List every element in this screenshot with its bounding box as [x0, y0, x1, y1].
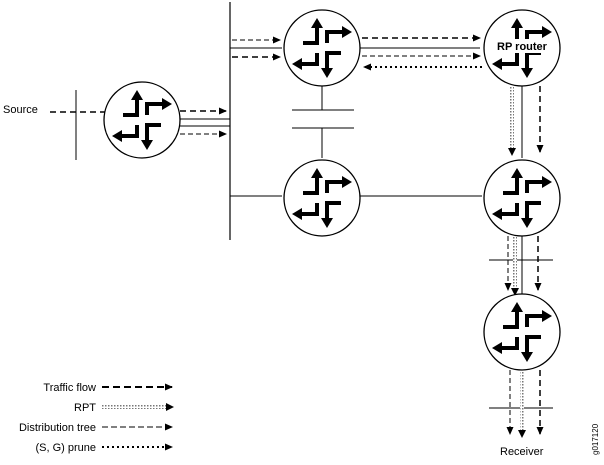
legend-rpt-sample: [102, 405, 168, 409]
legend: Traffic flow RPT Distribution tree (S, G…: [19, 382, 174, 454]
rpt-to-receiver: [520, 370, 524, 432]
legend-rpt-head: [166, 403, 174, 411]
rpt-rp-rightmid-head: [508, 148, 516, 156]
rp-router-label: RP router: [497, 41, 548, 53]
rpt-rightmid-bottom: [513, 236, 517, 290]
legend-traffic-label: Traffic flow: [43, 382, 96, 394]
source-label: Source: [3, 104, 38, 116]
rpt-rp-rightmid: [510, 86, 514, 150]
legend-dist-label: Distribution tree: [19, 422, 96, 434]
rpt-to-receiver-head: [518, 430, 526, 438]
legend-rpt-label: RPT: [74, 402, 96, 414]
rpt-rightmid-bottom-head: [511, 288, 519, 296]
figure-id: g017120: [591, 423, 600, 455]
upper-router: [282, 8, 362, 88]
lower-router: [282, 158, 362, 238]
source-router: [102, 80, 182, 160]
bottom-router: [482, 292, 562, 372]
receiver-label: Receiver: [500, 446, 544, 458]
legend-prune-label: (S, G) prune: [35, 442, 96, 454]
right-middle-router: [482, 158, 562, 238]
rp-label-bg: [492, 39, 552, 53]
